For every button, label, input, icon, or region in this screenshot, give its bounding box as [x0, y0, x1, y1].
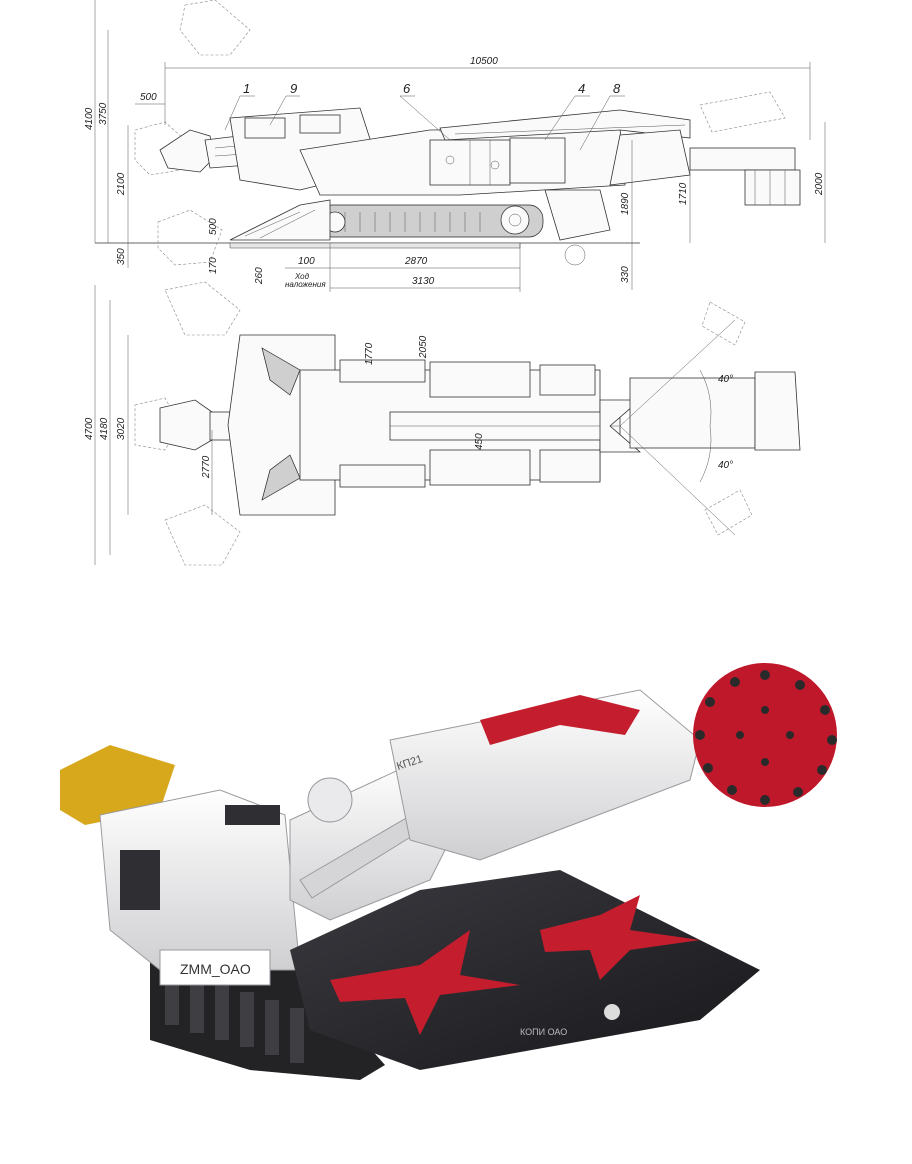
photo-boom-hood	[480, 695, 640, 745]
top-tail-end	[754, 371, 801, 451]
dim-conveyor-drop: 330	[620, 266, 631, 283]
dim-stroke: 100	[298, 256, 315, 267]
top-electric-unit	[429, 449, 531, 486]
photo-front-plate	[159, 949, 271, 986]
ghost-cutter-top-low	[164, 504, 241, 566]
top-tail	[629, 377, 756, 449]
dim-width-loader: 2770	[201, 455, 212, 479]
top-cutter-head	[159, 399, 213, 451]
dim-undercut: 170	[208, 257, 219, 274]
ghost-cutter-top-left	[164, 281, 241, 336]
callout-9: 9	[290, 81, 297, 96]
dim-height-max: 4100	[84, 107, 95, 130]
loader-apron	[229, 199, 331, 241]
technical-drawing: 10500 500 4100 3750 2100 350 170 500 260…	[84, 0, 826, 566]
photo-gathering-arm-right	[540, 895, 700, 980]
dim-track-width: 2050	[418, 335, 429, 359]
dim-swing-down: 40°	[718, 460, 733, 471]
ghost-cutter-low	[157, 209, 223, 266]
callout-1: 1	[243, 81, 250, 96]
callout-8: 8	[613, 81, 621, 96]
conveyor-upper	[439, 109, 691, 141]
dim-height-body: 2100	[116, 172, 127, 196]
dim-ground-clearance: 350	[116, 248, 127, 265]
dim-conveyor-height: 1890	[620, 192, 631, 215]
photo-apron-text: КОПИ ОАО	[520, 1027, 567, 1037]
dim-front-offset: 500	[140, 92, 157, 103]
photo-cutter-head	[693, 663, 837, 807]
photo-apron	[290, 870, 760, 1070]
top-dimensions: 4700 4180 3020 2770 1770 2050 450 40° 40…	[84, 285, 733, 565]
drive-sprocket	[500, 205, 530, 235]
photo-side-panel	[120, 850, 160, 910]
dim-track-length: 2870	[404, 256, 428, 267]
ghost-cutter-top	[179, 0, 251, 56]
rear-ripper-gear	[564, 244, 586, 266]
electric-unit	[509, 137, 566, 184]
tail-frame	[609, 129, 691, 186]
tail-conveyor	[689, 147, 796, 171]
rear-support	[544, 189, 611, 241]
cutter-head	[159, 129, 215, 173]
callout-6: 6	[403, 81, 411, 96]
tail-scraper	[744, 169, 801, 206]
photo-gathering-arm-left	[330, 930, 520, 1035]
dim-tail-width: 2000	[814, 172, 825, 196]
side-view: 10500 500 4100 3750 2100 350 170 500 260…	[84, 0, 826, 292]
machine-photo: ZMM_OAO КП21 КОПИ ОАО	[60, 663, 837, 1080]
ghost-tail	[699, 91, 786, 133]
dim-width-max: 4700	[84, 417, 95, 440]
gathering-star-upper	[261, 347, 301, 396]
stroke-caption-1: Ход	[294, 272, 310, 281]
dim-total-length: 10500	[470, 56, 498, 67]
dim-shoe-offset: 260	[254, 267, 265, 285]
stroke-caption-2: наложения	[285, 280, 326, 289]
dim-conveyor-width: 450	[474, 433, 485, 450]
dim-tail-height: 1710	[678, 182, 689, 205]
top-view: 4700 4180 3020 2770 1770 2050 450 40° 40…	[84, 281, 801, 566]
callouts: 1 9 6 4 8	[224, 81, 625, 151]
dim-track-gauge: 1770	[364, 342, 375, 365]
ground-hatch	[229, 242, 521, 249]
gathering-star-lower	[261, 454, 301, 501]
cutter-drum	[693, 663, 837, 807]
top-pump-unit	[429, 361, 531, 398]
dim-shoe-depth: 500	[208, 218, 219, 235]
dim-track-base: 3130	[412, 276, 435, 287]
dim-swing-up: 40°	[718, 374, 733, 385]
photo-plate-text: ZMM_OAO	[180, 961, 251, 977]
dim-width-mid: 4180	[99, 417, 110, 440]
dim-height-mid: 3750	[98, 102, 109, 125]
callout-4: 4	[578, 81, 585, 96]
dim-width-body: 3020	[116, 417, 127, 440]
photo-logo	[604, 1004, 620, 1020]
side-dimensions: 10500 500 4100 3750 2100 350 170 500 260…	[84, 0, 826, 292]
turret-box	[244, 117, 286, 139]
